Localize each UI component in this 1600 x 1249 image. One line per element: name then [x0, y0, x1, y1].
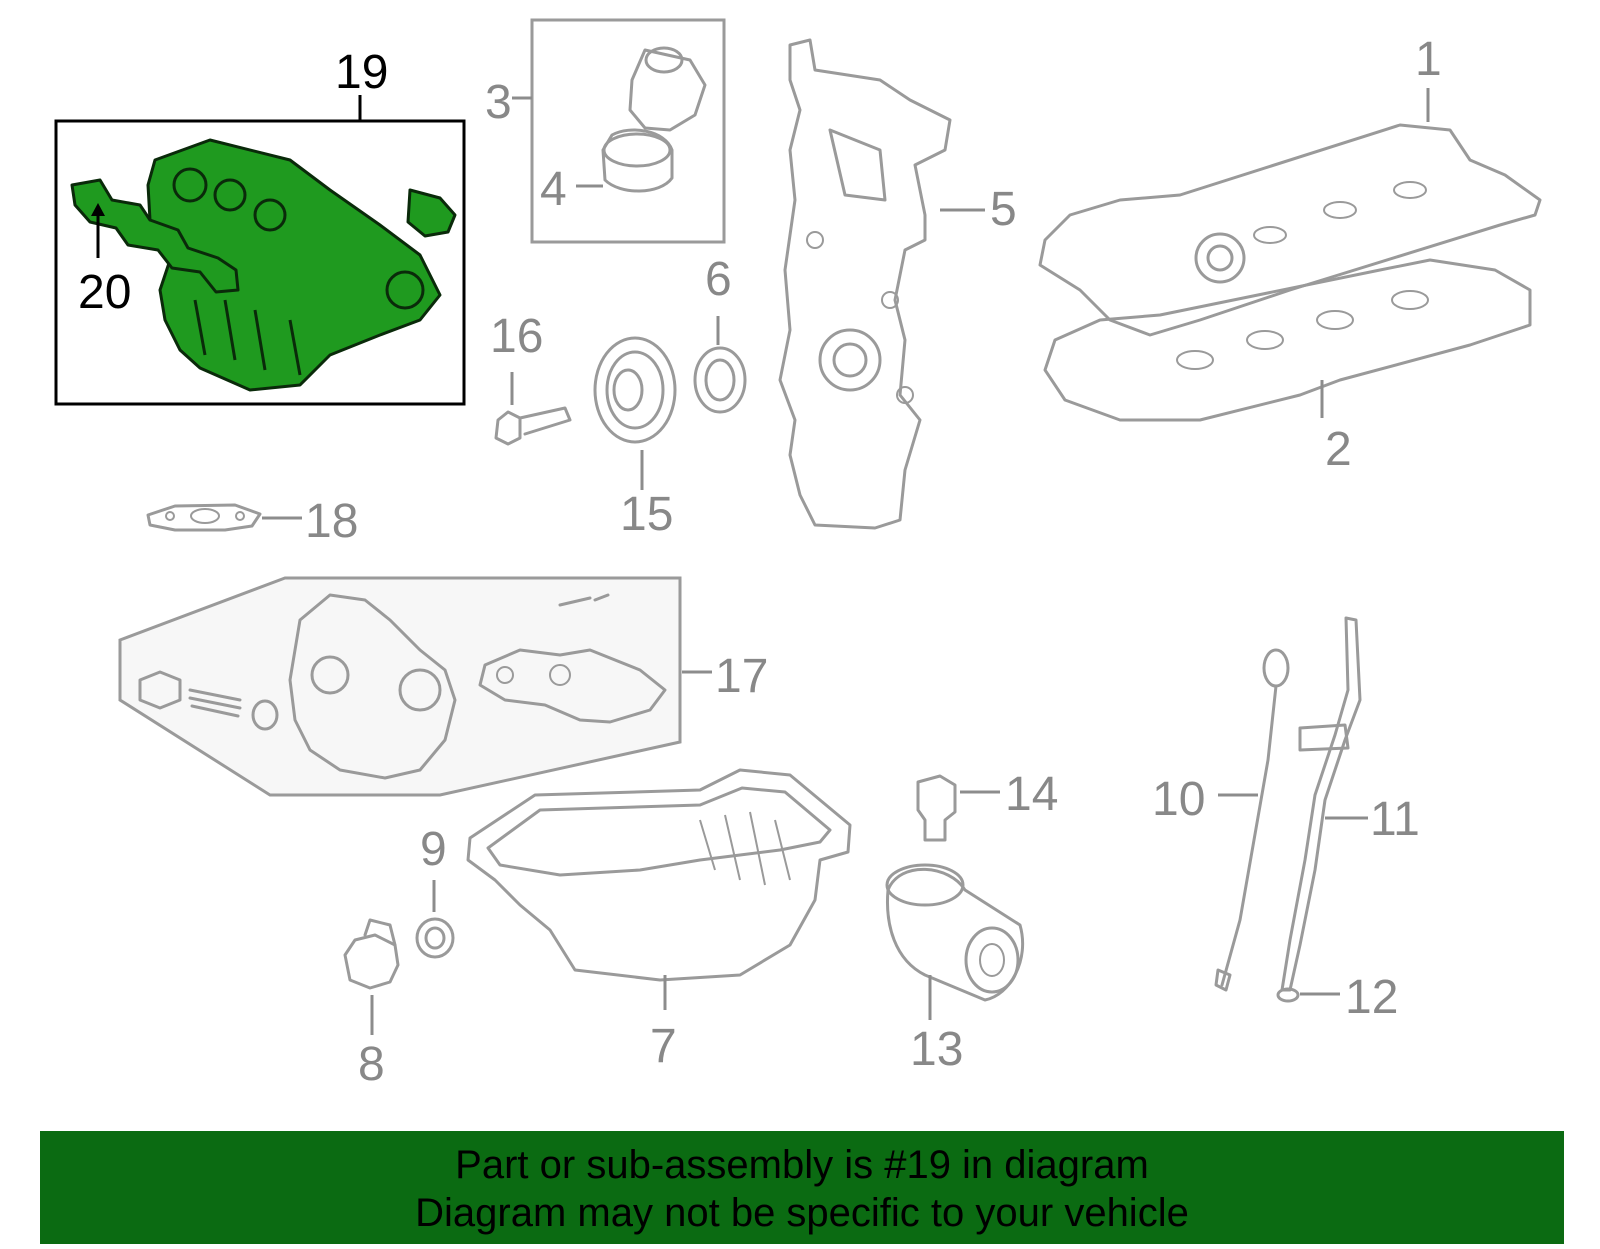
callout-3: 3 [485, 76, 512, 129]
part-10-group[interactable]: 10 [1152, 648, 1290, 992]
banner-line-1: Part or sub-assembly is #19 in diagram [455, 1143, 1149, 1187]
part-12-group[interactable]: 12 [1276, 971, 1398, 1024]
part-7-group[interactable]: 7 [466, 768, 852, 1073]
callout-11: 11 [1370, 793, 1420, 846]
callout-8: 8 [358, 1038, 385, 1091]
part-11-group[interactable]: 11 [1280, 616, 1420, 992]
part-15-group[interactable]: 15 [593, 336, 677, 541]
part-2-group[interactable]: 2 [1043, 258, 1532, 476]
banner-line-2: Diagram may not be specific to your vehi… [415, 1191, 1189, 1235]
part-17-group[interactable]: 17 [118, 576, 768, 797]
part-3-group[interactable]: 3 4 [485, 18, 726, 244]
callout-7: 7 [650, 1020, 677, 1073]
part-1-group[interactable]: 1 [1038, 33, 1542, 337]
callout-19: 19 [335, 46, 388, 99]
callout-16: 16 [490, 310, 543, 363]
sensor-part-shape[interactable] [406, 188, 457, 238]
callout-12: 12 [1345, 971, 1398, 1024]
callout-20: 20 [78, 266, 131, 319]
part-13-group[interactable]: 13 [885, 863, 1025, 1076]
part-16-group[interactable]: 16 [490, 310, 572, 446]
part-19-box [54, 119, 466, 406]
callout-14: 14 [1005, 768, 1058, 821]
callout-17: 17 [715, 650, 768, 703]
callout-2: 2 [1325, 423, 1352, 476]
part-8-group[interactable]: 8 [343, 918, 400, 1091]
callout-18: 18 [305, 495, 358, 548]
part-5-group[interactable]: 5 [778, 38, 1017, 530]
part-19-group[interactable]: 19 20 [54, 46, 466, 406]
callout-4: 4 [540, 163, 567, 216]
part-14-group[interactable]: 14 [916, 768, 1058, 842]
callout-13: 13 [910, 1023, 963, 1076]
part-18-group[interactable]: 18 [146, 495, 358, 548]
gasket-20-shape[interactable] [70, 178, 240, 294]
callout-15: 15 [620, 488, 673, 541]
callout-5: 5 [990, 183, 1017, 236]
callout-10: 10 [1152, 773, 1205, 826]
callout-6: 6 [705, 253, 732, 306]
info-banner: Part or sub-assembly is #19 in diagram D… [40, 1131, 1564, 1244]
callout-9: 9 [420, 823, 447, 876]
part-9-group[interactable]: 9 [415, 823, 455, 959]
part-6-group[interactable]: 6 [693, 253, 747, 414]
callout-1: 1 [1415, 33, 1442, 86]
